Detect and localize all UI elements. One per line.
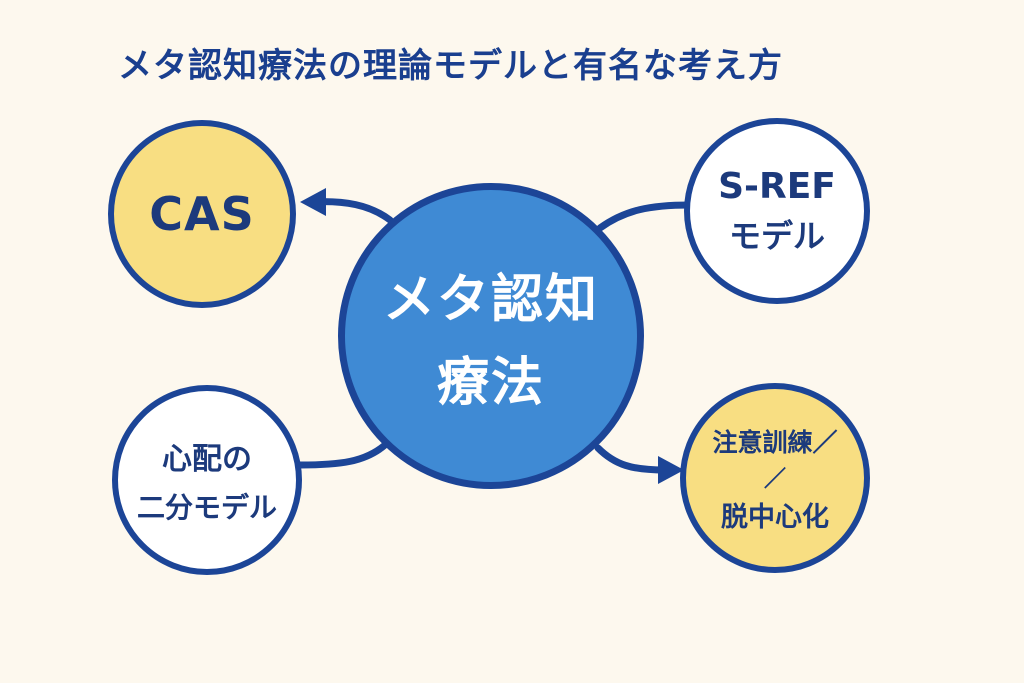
line-to-sref bbox=[596, 201, 694, 232]
arrow-to-cas-head bbox=[300, 188, 326, 216]
node-worry-line1: 心配の bbox=[162, 442, 252, 477]
node-cas: CAS bbox=[108, 120, 296, 308]
node-sref-line2: モデル bbox=[728, 216, 825, 255]
node-worry-line2: 二分モデル bbox=[136, 491, 277, 524]
node-attention-line1: 注意訓練／ bbox=[712, 427, 838, 457]
line-to-worry bbox=[296, 441, 389, 469]
node-cas-label: CAS bbox=[149, 187, 255, 241]
node-sref-line1: S-REF bbox=[718, 165, 836, 207]
node-center: メタ認知 療法 bbox=[338, 183, 644, 489]
node-center-line2: 療法 bbox=[436, 353, 545, 413]
node-center-line1: メタ認知 bbox=[382, 270, 599, 330]
node-attention-line3: 脱中心化 bbox=[721, 501, 829, 533]
node-worry-model: 心配の 二分モデル bbox=[112, 385, 302, 575]
arrow-to-attention-head bbox=[658, 456, 684, 484]
diagram-title: メタ認知療法の理論モデルと有名な考え方 bbox=[118, 46, 783, 86]
arrow-to-attention bbox=[594, 444, 669, 474]
node-attention-line2: ／ bbox=[763, 466, 786, 492]
node-sref: S-REF モデル bbox=[684, 118, 870, 304]
node-attention-training: 注意訓練／ ／ 脱中心化 bbox=[680, 383, 870, 573]
